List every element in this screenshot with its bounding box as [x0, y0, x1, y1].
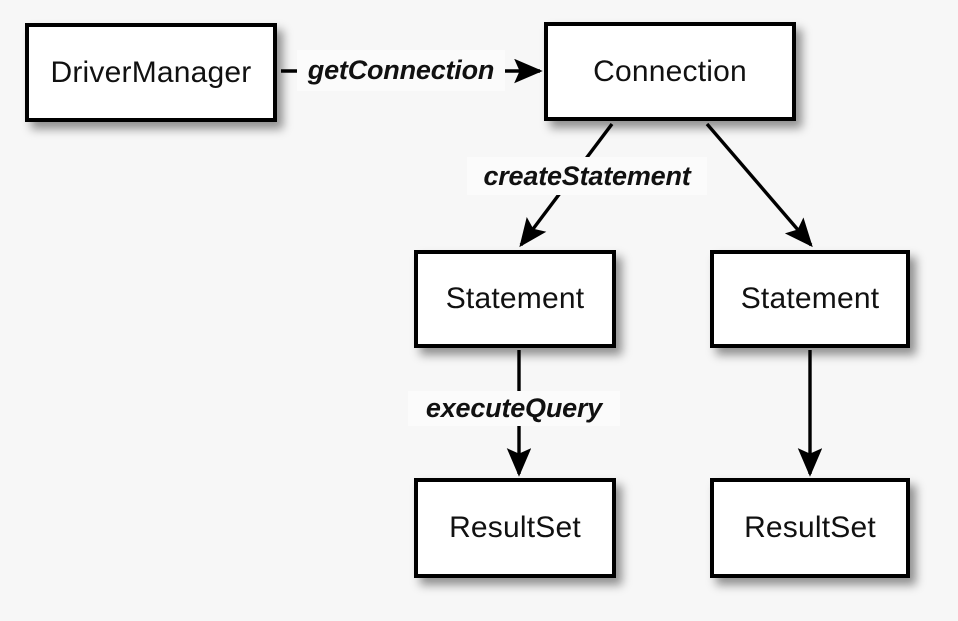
- edge-label-text-executequery: executeQuery: [425, 393, 603, 423]
- node-label-resultset-left: ResultSet: [449, 511, 581, 544]
- node-label-resultset-right: ResultSet: [744, 511, 876, 544]
- edge-line-connection-statement-right: [705, 122, 813, 248]
- edge-label-createstatement: createStatement: [467, 157, 707, 195]
- node-statement-right[interactable]: Statement: [710, 250, 910, 348]
- edge-label-text-createstatement: createStatement: [483, 160, 691, 191]
- node-resultset-left[interactable]: ResultSet: [414, 478, 616, 578]
- node-label-connection: Connection: [593, 54, 747, 88]
- node-label-statement-left: Statement: [445, 282, 585, 315]
- node-statement-left[interactable]: Statement: [414, 250, 616, 348]
- edge-label-text-getconnection: getConnection: [307, 55, 495, 85]
- node-label-driver-manager: DriverManager: [50, 55, 252, 89]
- node-connection[interactable]: Connection: [544, 22, 796, 121]
- edge-label-executequery: executeQuery: [408, 391, 620, 426]
- node-resultset-right[interactable]: ResultSet: [710, 478, 910, 578]
- edge-label-getconnection: getConnection: [297, 50, 505, 91]
- node-label-statement-right: Statement: [740, 282, 880, 315]
- node-driver-manager[interactable]: DriverManager: [25, 23, 277, 122]
